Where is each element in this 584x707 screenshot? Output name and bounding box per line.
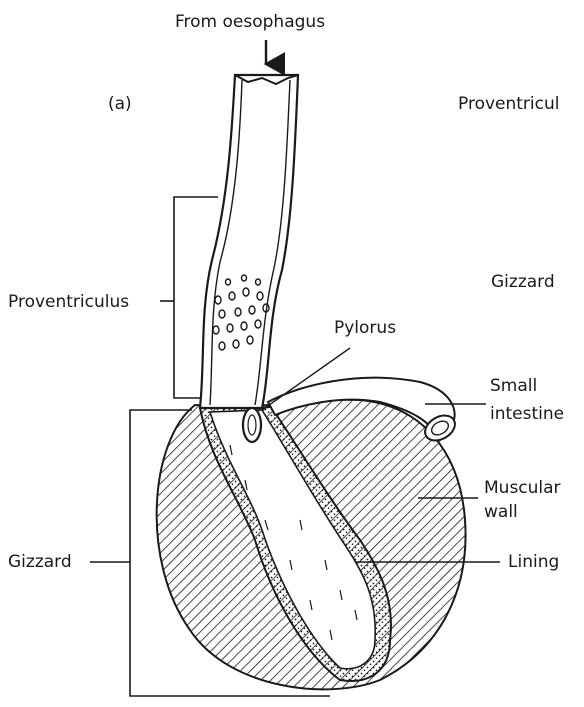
- gizzard-label: Gizzard: [8, 552, 72, 572]
- proventriculus-tube: [200, 75, 298, 408]
- cut-gizzard-label: Gizzard: [491, 272, 555, 292]
- muscular-wall-label-line2: wall: [484, 502, 518, 522]
- cut-proventriculus-label: Proventricul: [458, 94, 560, 114]
- panel-label: (a): [108, 94, 132, 114]
- small-intestine-label-line1: Small: [490, 376, 537, 396]
- pylorus-label: Pylorus: [334, 318, 396, 338]
- proventriculus-label: Proventriculus: [8, 292, 129, 312]
- muscular-wall-label-line1: Muscular: [484, 478, 561, 498]
- small-intestine-label-line2: intestine: [490, 404, 564, 424]
- entry-label: From oesophagus: [175, 12, 325, 32]
- lining-label: Lining: [508, 552, 559, 572]
- pylorus-opening: [243, 408, 261, 442]
